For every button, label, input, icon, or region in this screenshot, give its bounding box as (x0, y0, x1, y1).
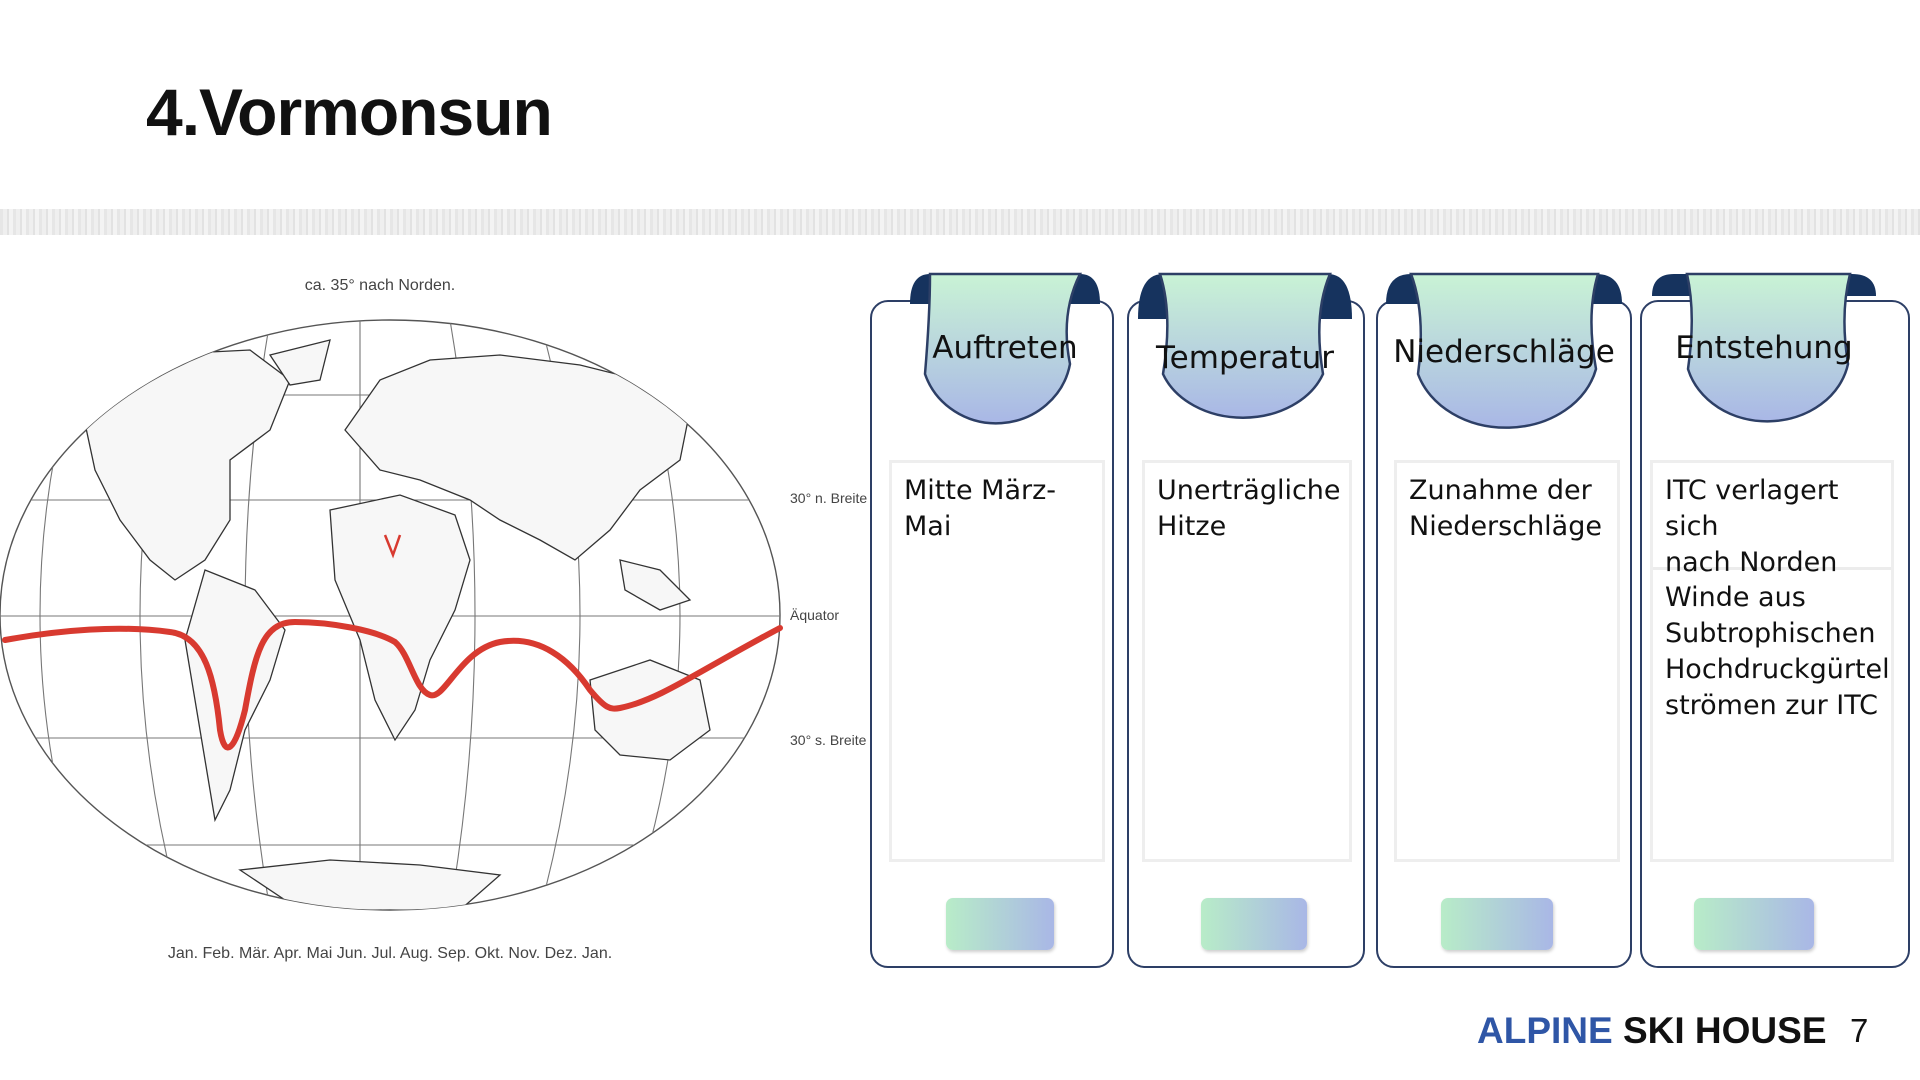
content-box: Zunahme der Niederschläge (1394, 460, 1620, 862)
tab-heading: Entstehung (1675, 330, 1853, 366)
tab-temperatur[interactable]: Temperatur (1138, 272, 1352, 450)
world-map-figure: ca. 35° nach Norden. 30° n. Breite Äquat… (0, 277, 867, 962)
brand-part2: SKI HOUSE (1622, 1010, 1827, 1051)
tab-heading: Auftreten (932, 330, 1078, 366)
action-chip[interactable] (1694, 898, 1814, 950)
map-equator-label: Äquator (790, 607, 839, 623)
content-text: Unerträgliche Hitze (1157, 475, 1341, 542)
tab-heading: Temperatur (1156, 340, 1334, 376)
map-continents (79, 339, 711, 910)
tab-heading: Niederschläge (1393, 334, 1615, 370)
textured-divider (0, 209, 1920, 235)
tab-auftreten[interactable]: Auftreten (910, 272, 1100, 450)
slide-title: 4.Vormonsun (146, 75, 553, 149)
content-box: ITC verlagert sich nach Norden Winde aus… (1650, 460, 1894, 862)
itc-line (2, 618, 783, 751)
action-chip[interactable] (1201, 898, 1307, 950)
map-north-label: 30° n. Breite (790, 490, 867, 506)
action-chip[interactable] (946, 898, 1054, 950)
page-number: 7 (1850, 1012, 1869, 1049)
content-text: Zunahme der Niederschläge (1409, 475, 1602, 542)
map-red-marker (383, 534, 402, 559)
tab-niederschlaege[interactable]: Niederschläge (1386, 272, 1622, 450)
content-text: Mitte März- Mai (904, 475, 1057, 542)
map-top-label: ca. 35° nach Norden. (305, 277, 456, 294)
brand-part1: ALPINE (1477, 1010, 1613, 1051)
content-box: Unerträgliche Hitze (1142, 460, 1352, 862)
map-south-label: 30° s. Breite (790, 732, 867, 748)
content-text-secondary: Winde aus Subtrophischen Hochdruckgürtel… (1665, 582, 1890, 721)
content-text: ITC verlagert sich nach Norden (1665, 475, 1839, 578)
brand-footer: ALPINE SKI HOUSE (1477, 1010, 1827, 1052)
action-chip[interactable] (1441, 898, 1553, 950)
content-separator (1653, 567, 1891, 570)
map-months-axis: Jan. Feb. Mär. Apr. Mai Jun. Jul. Aug. S… (168, 945, 612, 962)
content-box: Mitte März- Mai (889, 460, 1105, 862)
tab-entstehung[interactable]: Entstehung (1652, 272, 1876, 450)
